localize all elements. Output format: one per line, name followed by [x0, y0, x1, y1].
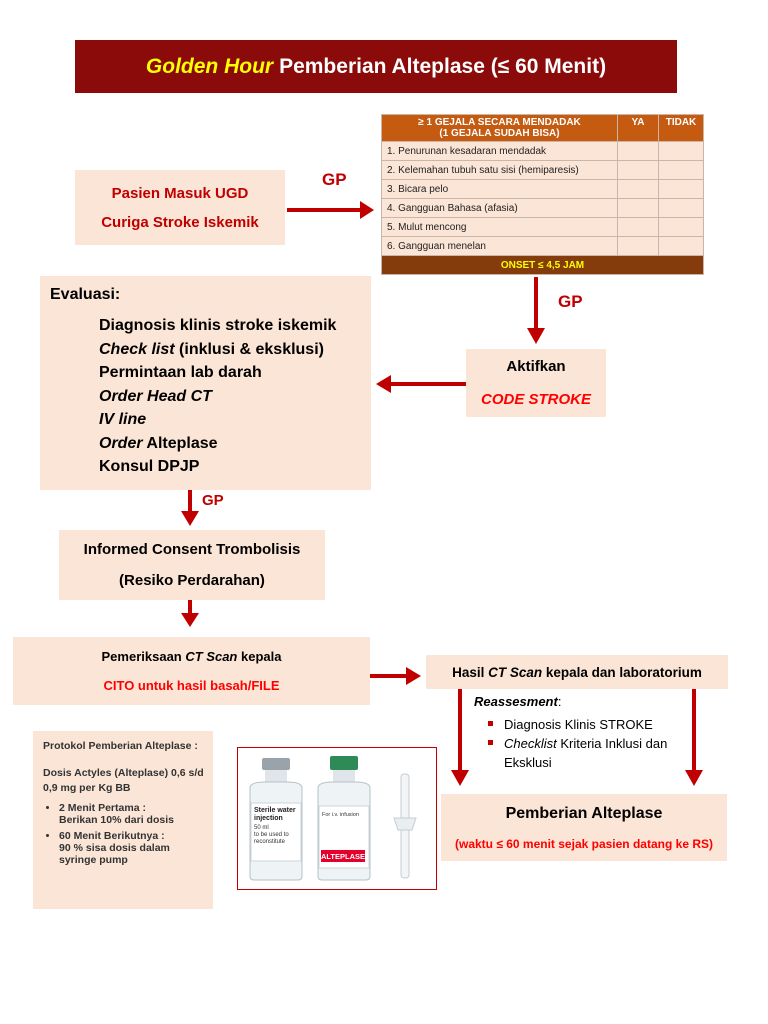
- yes-cell[interactable]: [617, 160, 659, 180]
- checklist-col-no: TIDAK: [658, 114, 704, 142]
- vial1-cap: [262, 758, 290, 770]
- no-cell[interactable]: [658, 179, 704, 199]
- arrow-ct-to-result: [370, 674, 408, 678]
- consent-line2: (Resiko Perdarahan): [119, 572, 265, 589]
- evaluation-heading: Evaluasi:: [50, 286, 121, 303]
- yes-cell[interactable]: [617, 179, 659, 199]
- arrow-head-8: [685, 770, 703, 786]
- checklist-row: 3. Bicara pelo: [381, 179, 704, 199]
- arrow-head-1: [360, 201, 374, 219]
- yes-cell[interactable]: [617, 217, 659, 237]
- protocol-dose: Dosis Actyles (Alteplase) 0,6 s/d 0,9 mg…: [43, 767, 204, 794]
- protocol-heading: Protokol Pemberian Alteplase :: [43, 740, 198, 752]
- no-cell[interactable]: [658, 141, 704, 161]
- checklist-row: 1. Penurunan kesadaran mendadak: [381, 141, 704, 161]
- onset-row: ONSET ≤ 4,5 JAM: [381, 255, 704, 275]
- evaluation-item: Diagnosis klinis stroke iskemik: [99, 317, 337, 334]
- protocol-step: 60 Menit Berikutnya :90 % sisa dosis dal…: [59, 830, 205, 866]
- page-title: Golden Hour Pemberian Alteplase (≤ 60 Me…: [75, 40, 677, 93]
- alteplase-vials-image: Sterile water injection 50 ml to be used…: [237, 747, 437, 890]
- consent-line1: Informed Consent Trombolisis: [83, 541, 301, 558]
- vial2-brand: ALTEPLASE: [321, 852, 365, 861]
- vial1-label-text: Sterile water: [254, 807, 296, 814]
- arrow-result-right: [692, 689, 696, 771]
- patient-box: Pasien Masuk UGD Curiga Stroke Iskemik: [75, 170, 285, 245]
- no-cell[interactable]: [658, 236, 704, 256]
- arrow-checklist-to-code: [534, 277, 538, 329]
- reassessment-list: Diagnosis Klinis STROKE Checklist Kriter…: [474, 715, 702, 772]
- checklist-col-yes: YA: [617, 114, 659, 142]
- arrow-head-7: [451, 770, 469, 786]
- administration-line1: Pemberian Alteplase: [505, 804, 663, 822]
- svg-text:to be used to: to be used to: [254, 832, 289, 838]
- arrow-head-5: [181, 613, 199, 627]
- checklist-header: ≥ 1 GEJALA SECARA MENDADAK (1 GEJALA SUD…: [381, 114, 618, 142]
- no-cell[interactable]: [658, 217, 704, 237]
- no-cell[interactable]: [658, 160, 704, 180]
- administration-line2: (waktu ≤ 60 menit sejak pasien datang ke…: [454, 836, 713, 851]
- ct-result-text: Hasil CT Scan kepala dan laboratorium: [452, 664, 702, 680]
- vials-illustration: Sterile water injection 50 ml to be used…: [249, 756, 417, 881]
- symptom-checklist: ≥ 1 GEJALA SECARA MENDADAK (1 GEJALA SUD…: [381, 114, 704, 275]
- checklist-row: 5. Mulut mencong: [381, 217, 704, 237]
- arrow-result-left: [458, 689, 462, 771]
- consent-box: Informed Consent Trombolisis (Resiko Per…: [59, 530, 325, 600]
- gp-label-1: GP: [322, 170, 347, 189]
- reassessment-section: Reassesment: Diagnosis Klinis STROKE Che…: [474, 694, 702, 772]
- ctscan-line2: CITO untuk hasil basah/FILE: [103, 678, 280, 693]
- evaluation-item: Order Alteplase: [99, 434, 218, 452]
- checklist-row: 6. Gangguan menelan: [381, 236, 704, 256]
- transfer-device-wings: [393, 817, 417, 831]
- evaluation-box: Evaluasi: Diagnosis klinis stroke iskemi…: [40, 276, 371, 490]
- code-stroke-line2: CODE STROKE: [480, 391, 591, 408]
- checklist-row: 2. Kelemahan tubuh satu sisi (hemiparesi…: [381, 160, 704, 180]
- vial1-label: [250, 802, 302, 862]
- ctscan-box: Pemeriksaan CT Scan kepala CITO untuk ha…: [13, 637, 370, 705]
- arrow-head-3: [376, 375, 391, 393]
- gp-label-2: GP: [558, 292, 583, 311]
- vial2-brand-band: [321, 850, 365, 862]
- arrow-head-6: [406, 667, 421, 685]
- arrow-code-to-evaluation: [390, 382, 466, 386]
- evaluation-list: Diagnosis klinis stroke iskemik Check li…: [99, 314, 361, 479]
- yes-cell[interactable]: [617, 236, 659, 256]
- arrow-head-4: [181, 511, 199, 526]
- arrow-patient-to-checklist: [287, 208, 362, 212]
- reassessment-heading: Reassesment:: [474, 694, 562, 709]
- protocol-step: 2 Menit Pertama :Berikan 10% dari dosis: [59, 802, 205, 826]
- checklist-row: 4. Gangguan Bahasa (afasia): [381, 198, 704, 218]
- administration-box: Pemberian Alteplase (waktu ≤ 60 menit se…: [441, 794, 727, 861]
- svg-text:injection: injection: [254, 815, 283, 822]
- gp-label-3: GP: [202, 492, 224, 509]
- svg-text:reconstitute: reconstitute: [254, 839, 286, 845]
- arrow-head-2: [527, 328, 545, 344]
- evaluation-item: Order Head CT: [99, 387, 212, 405]
- evaluation-item: IV line: [99, 411, 147, 428]
- vial1-neck: [265, 770, 287, 782]
- patient-line1: Pasien Masuk UGD: [111, 184, 249, 202]
- arrow-evaluation-to-consent: [188, 490, 192, 512]
- evaluation-item: Permintaan lab darah: [99, 364, 262, 381]
- reassessment-item: Diagnosis Klinis STROKE: [488, 715, 702, 734]
- vial2-cap: [330, 756, 358, 770]
- no-cell[interactable]: [658, 198, 704, 218]
- vial2-neck: [333, 770, 355, 782]
- vial2-label-text: For i.v. infusion: [322, 812, 359, 818]
- title-text: Pemberian Alteplase (≤ 60 Menit): [279, 54, 607, 78]
- code-stroke-line1: Aktifkan: [506, 358, 566, 375]
- ctscan-line1: Pemeriksaan CT Scan kepala: [101, 649, 282, 664]
- reassessment-item: Checklist Kriteria Inklusi dan Eksklusi: [488, 734, 702, 772]
- evaluation-item: Konsul DPJP: [99, 458, 200, 475]
- protocol-steps: 2 Menit Pertama :Berikan 10% dari dosis …: [43, 802, 205, 866]
- arrow-consent-to-ct: [188, 600, 192, 614]
- code-stroke-box: Aktifkan CODE STROKE: [466, 349, 606, 417]
- title-highlight: Golden Hour: [145, 54, 274, 78]
- protocol-box: Protokol Pemberian Alteplase : Dosis Act…: [33, 731, 213, 909]
- patient-line2: Curiga Stroke Iskemik: [101, 213, 259, 231]
- yes-cell[interactable]: [617, 141, 659, 161]
- yes-cell[interactable]: [617, 198, 659, 218]
- evaluation-item: Check list (inklusi & eksklusi): [99, 340, 324, 358]
- svg-text:50 ml: 50 ml: [254, 825, 269, 831]
- ct-result-box: Hasil CT Scan kepala dan laboratorium: [426, 655, 728, 689]
